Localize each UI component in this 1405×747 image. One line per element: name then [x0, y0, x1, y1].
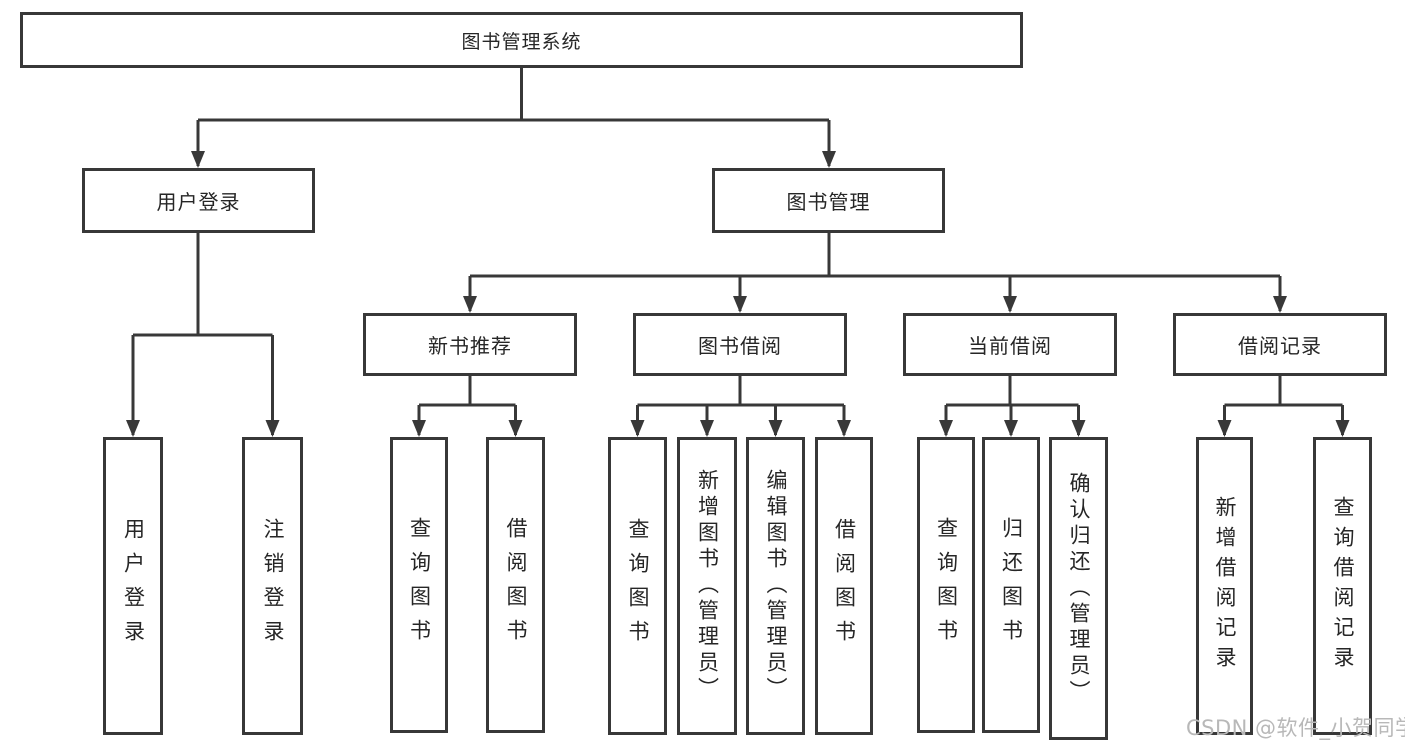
arrowhead [1003, 296, 1017, 313]
node-current-borrow: 当前借阅 [903, 313, 1117, 376]
arrowhead [508, 420, 523, 437]
arrowhead [1273, 296, 1287, 313]
leaf-confirm-return-admin-label: 确认归还（管理员） [1067, 471, 1091, 706]
leaf-borrow-books-recommend-label: 借阅图书 [504, 517, 528, 653]
leaf-add-borrow-record-label: 新增借阅记录 [1213, 496, 1237, 676]
node-borrow-records: 借阅记录 [1173, 313, 1387, 376]
leaf-query-books-current: 查询图书 [917, 437, 975, 733]
leaf-query-books-recommend-label: 查询图书 [407, 517, 432, 653]
csdn-watermark: CSDN @软件_小贺同学 [1186, 716, 1405, 740]
arrowhead [463, 296, 477, 313]
node-book-borrow: 图书借阅 [633, 313, 847, 376]
leaf-edit-book-admin-label: 编辑图书（管理员） [764, 469, 788, 703]
arrowhead [837, 420, 851, 437]
leaf-query-books-current-label: 查询图书 [934, 517, 959, 653]
arrowhead [768, 420, 783, 437]
leaf-borrow-books-borrow: 借阅图书 [815, 437, 873, 735]
leaf-query-books-borrow-label: 查询图书 [626, 518, 650, 654]
arrowhead [1217, 420, 1232, 437]
leaf-add-book-admin: 新增图书（管理员） [677, 437, 737, 735]
leaf-return-book-label: 归还图书 [999, 517, 1024, 653]
leaf-borrow-books-recommend: 借阅图书 [486, 437, 545, 733]
leaf-query-borrow-record-label: 查询借阅记录 [1331, 496, 1355, 676]
leaf-borrow-books-borrow-label: 借阅图书 [832, 518, 857, 654]
leaf-confirm-return-admin: 确认归还（管理员） [1049, 437, 1108, 740]
leaf-return-book: 归还图书 [982, 437, 1040, 733]
arrowhead [1004, 420, 1018, 437]
arrowhead [126, 420, 140, 437]
leaf-user-login-label: 用户登录 [121, 518, 146, 654]
arrowhead [822, 151, 836, 168]
arrowhead [630, 420, 645, 437]
connector-paths [131, 68, 1344, 435]
leaf-logout-label: 注销登录 [261, 518, 285, 654]
node-book-management: 图书管理 [712, 168, 945, 233]
leaf-add-borrow-record: 新增借阅记录 [1196, 437, 1253, 735]
arrowhead [265, 420, 280, 437]
arrowhead [1071, 420, 1086, 437]
arrowhead [700, 420, 714, 437]
leaf-query-books-borrow: 查询图书 [608, 437, 667, 735]
arrowhead [733, 296, 747, 313]
leaf-edit-book-admin: 编辑图书（管理员） [746, 437, 805, 735]
leaf-add-book-admin-label: 新增图书（管理员） [695, 469, 720, 703]
arrowhead [191, 151, 205, 168]
node-new-book-recommend: 新书推荐 [363, 313, 577, 376]
node-user-login: 用户登录 [82, 168, 315, 233]
leaf-logout: 注销登录 [242, 437, 303, 735]
arrowhead [939, 420, 953, 437]
leaf-user-login: 用户登录 [103, 437, 163, 735]
leaf-query-borrow-record: 查询借阅记录 [1313, 437, 1372, 735]
arrowhead [412, 420, 426, 437]
node-library-management-system: 图书管理系统 [20, 12, 1023, 68]
arrowhead [1335, 420, 1350, 437]
leaf-query-books-recommend: 查询图书 [390, 437, 448, 733]
